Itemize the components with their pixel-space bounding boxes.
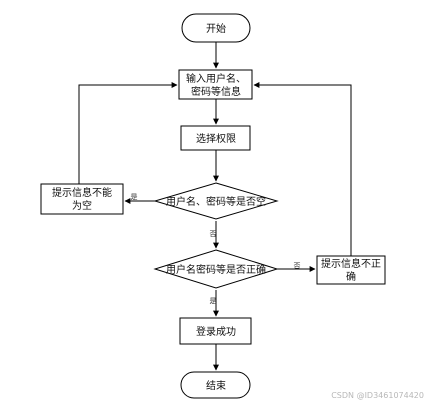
input-label-line2: 密码等信息 [191, 85, 241, 98]
end-terminator [180, 371, 251, 399]
hint-left-label-line2: 为空 [72, 199, 92, 212]
hint-right-label-line2: 确 [346, 270, 356, 283]
check-empty-label: 用户名、密码等是否空 [166, 195, 266, 208]
hint-right-box [316, 255, 386, 285]
edge-labels: 是 否 否 是 [131, 193, 301, 305]
edge-hint-left-loop [78, 82, 178, 184]
select-permission-box [180, 125, 251, 151]
login-success-label: 登录成功 [196, 325, 236, 338]
end-label: 结束 [206, 379, 226, 392]
edge-label-empty-no: 否 [210, 230, 217, 238]
input-label-line1: 输入用户名、 [186, 72, 246, 85]
hint-left-label-line1: 提示信息不能 [52, 186, 112, 199]
watermark-text: CSDN @ID3461074420 [331, 391, 424, 400]
input-box [178, 69, 253, 100]
hint-left-box [40, 183, 124, 215]
edge-label-correct-yes: 是 [210, 297, 217, 305]
login-success-box [179, 317, 252, 345]
edge-label-empty-yes: 是 [131, 193, 138, 201]
hint-right-label-line1: 提示信息不正 [321, 257, 381, 270]
check-correct-label: 用户名密码等是否正确 [166, 263, 266, 276]
edge-label-correct-no: 否 [294, 262, 301, 270]
edge-hint-right-loop [253, 82, 352, 256]
check-correct-diamond [153, 249, 279, 289]
check-empty-diamond [153, 182, 279, 220]
start-terminator [181, 13, 251, 43]
nodes [40, 13, 386, 399]
connectors [78, 42, 352, 371]
node-labels: 开始 输入用户名、 密码等信息 选择权限 用户名、密码等是否空 提示信息不能 为… [52, 22, 381, 392]
select-permission-label: 选择权限 [196, 132, 236, 145]
start-label: 开始 [206, 22, 226, 35]
